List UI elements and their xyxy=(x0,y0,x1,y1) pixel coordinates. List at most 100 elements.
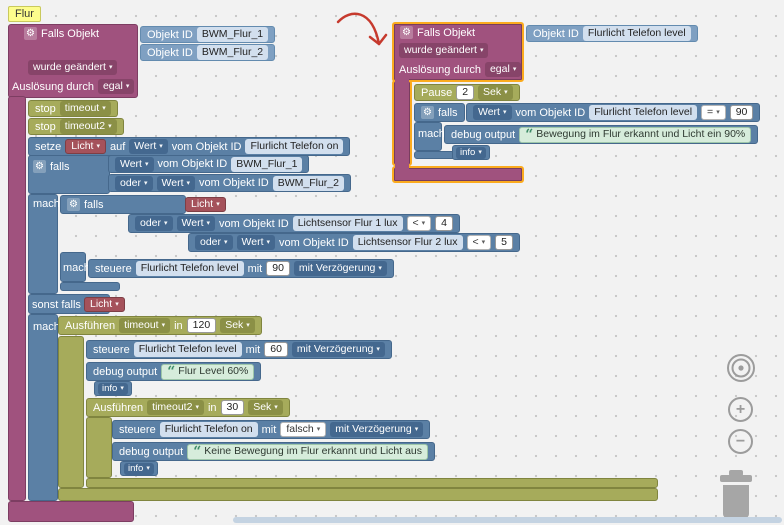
inner-falls-block-header[interactable]: ⚙ falls xyxy=(60,195,186,214)
center-view-button[interactable] xyxy=(727,354,755,382)
log-level-dropdown[interactable]: info ▾ xyxy=(456,146,486,159)
log-level-row[interactable]: info ▾ xyxy=(94,381,132,396)
number-field[interactable]: 60 xyxy=(264,342,288,357)
log-level-dropdown[interactable]: info ▾ xyxy=(124,462,154,475)
text-field[interactable]: “ Flur Level 60% xyxy=(161,363,255,380)
zoom-in-button[interactable]: + xyxy=(728,397,753,422)
number-field[interactable]: 5 xyxy=(495,235,514,250)
falls-objekt-header[interactable]: ⚙ Falls Objekt xyxy=(400,26,475,39)
object-id-field[interactable]: Lichtsensor Flur 1 lux xyxy=(292,216,403,231)
object-id-field[interactable]: Flurlicht Telefon level xyxy=(582,26,691,41)
number-field[interactable]: 90 xyxy=(266,261,290,276)
number-field[interactable]: 30 xyxy=(220,400,245,415)
object-id-field[interactable]: BWM_Flur_1 xyxy=(231,156,303,172)
timer-dropdown[interactable]: timeout ▾ xyxy=(59,101,111,116)
trigger-type-dropdown[interactable]: wurde geändert ▾ xyxy=(399,43,489,58)
ausfuehren-timeout2-block[interactable]: Ausführen timeout2 ▾ in 30 Sek ▾ xyxy=(86,398,290,417)
number-field[interactable]: 120 xyxy=(186,318,217,333)
delay-dropdown[interactable]: mit Verzögerung ▾ xyxy=(293,261,387,276)
log-level-dropdown[interactable]: info ▾ xyxy=(98,382,128,395)
comparator-dropdown[interactable]: < ▾ xyxy=(466,235,492,250)
ausfuehren-timeout-block[interactable]: Ausführen timeout ▾ in 120 Sek ▾ xyxy=(58,316,262,335)
log-level-row[interactable]: info ▾ xyxy=(120,461,158,476)
object-id-field[interactable]: Flurlicht Telefon on xyxy=(245,139,344,154)
oder-dropdown[interactable]: oder ▾ xyxy=(195,235,233,250)
trigger-type-dropdown[interactable]: wurde geändert ▾ xyxy=(28,60,118,75)
gear-icon[interactable]: ⚙ xyxy=(67,198,80,211)
wert-dropdown[interactable]: Wert ▾ xyxy=(129,139,168,154)
falls-block-header[interactable]: ⚙ falls xyxy=(414,103,465,122)
debug-output-block-1[interactable]: debug output “ Flur Level 60% xyxy=(86,362,262,381)
steuere-block-off[interactable]: steuere Flurlicht Telefon on mit falsch … xyxy=(112,420,431,439)
variable-dropdown[interactable]: Licht ▾ xyxy=(185,197,226,212)
comparator-dropdown[interactable]: = ▾ xyxy=(701,105,726,120)
falls-objekt-header[interactable]: ⚙ Falls Objekt xyxy=(24,27,99,40)
timer-dropdown[interactable]: timeout ▾ xyxy=(119,318,171,333)
log-level-row[interactable]: info ▾ xyxy=(452,145,490,160)
falls-objekt-block-spine-selected[interactable] xyxy=(392,80,412,166)
unit-dropdown[interactable]: Sek ▾ xyxy=(478,85,513,100)
falls-block-spine-mache2[interactable] xyxy=(28,314,58,501)
variable-dropdown[interactable]: Licht ▾ xyxy=(65,139,106,154)
timer-dropdown[interactable]: timeout2 ▾ xyxy=(59,119,117,134)
unit-dropdown[interactable]: Sek ▾ xyxy=(248,400,283,415)
falls-objekt-block-spine[interactable] xyxy=(8,96,26,501)
ausfuehren-block-spine[interactable] xyxy=(58,336,84,488)
lux-condition-row-1[interactable]: oder ▾ Wert ▾ vom Objekt ID Lichtsensor … xyxy=(128,214,461,233)
condition-wert-block[interactable]: Wert ▾ vom Objekt ID Flurlicht Telefon l… xyxy=(466,103,761,122)
setze-variable-block[interactable]: setze Licht ▾ auf Wert ▾ vom Objekt ID F… xyxy=(28,137,351,156)
condition-wert-block-1[interactable]: Wert ▾ vom Objekt ID BWM_Flur_1 xyxy=(108,155,310,173)
falls-block-spine-mache[interactable] xyxy=(28,194,58,294)
stop-timeout-block[interactable]: stop timeout ▾ xyxy=(28,100,118,117)
condition-oder-block-1[interactable]: oder ▾ Wert ▾ vom Objekt ID BWM_Flur_2 xyxy=(108,174,351,192)
wert-dropdown[interactable]: Wert ▾ xyxy=(156,175,196,191)
text-field[interactable]: “ Bewegung im Flur erkannt und Licht ein… xyxy=(519,126,752,143)
trigger-filter-dropdown[interactable]: egal ▾ xyxy=(97,79,135,94)
oder-dropdown[interactable]: oder ▾ xyxy=(135,216,173,231)
inner-falls-block-spine[interactable] xyxy=(60,252,86,282)
object-id-block-1[interactable]: Objekt ID BWM_Flur_1 xyxy=(140,26,276,43)
object-id-field[interactable]: BWM_Flur_2 xyxy=(272,175,344,191)
falls-block-spine[interactable] xyxy=(414,122,442,151)
stop-timeout2-block[interactable]: stop timeout2 ▾ xyxy=(28,118,124,135)
number-field[interactable]: 2 xyxy=(456,85,475,100)
object-id-field[interactable]: BWM_Flur_2 xyxy=(196,45,269,60)
wert-dropdown[interactable]: Wert ▾ xyxy=(473,105,512,120)
ausfuehren-block-bottom[interactable] xyxy=(58,488,658,501)
timer-dropdown[interactable]: timeout2 ▾ xyxy=(147,400,204,415)
debug-output-block-2[interactable]: debug output “ Keine Bewegung im Flur er… xyxy=(112,442,436,461)
delay-dropdown[interactable]: mit Verzögerung ▾ xyxy=(330,422,424,437)
oder-dropdown[interactable]: oder ▾ xyxy=(115,175,153,191)
trigger-filter-dropdown[interactable]: egal ▾ xyxy=(484,62,522,77)
trigger-condition-row[interactable]: Auslösung durch egal ▾ xyxy=(12,79,135,94)
object-id-field[interactable]: Flurlicht Telefon on xyxy=(159,422,258,437)
comparator-dropdown[interactable]: < ▾ xyxy=(406,216,432,231)
variable-dropdown[interactable]: Licht ▾ xyxy=(84,297,125,312)
falls-objekt-block-bottom[interactable] xyxy=(8,501,134,522)
zoom-out-button[interactable]: − xyxy=(728,429,753,454)
delay-dropdown[interactable]: mit Verzögerung ▾ xyxy=(291,342,385,357)
trigger-condition-row[interactable]: Auslösung durch egal ▾ xyxy=(399,62,522,77)
falls-block-header[interactable] xyxy=(28,155,110,194)
gear-icon[interactable]: ⚙ xyxy=(24,27,37,40)
object-id-field[interactable]: BWM_Flur_1 xyxy=(196,27,269,42)
debug-output-block[interactable]: debug output “ Bewegung im Flur erkannt … xyxy=(444,125,759,144)
falls-block-label[interactable]: ⚙ falls xyxy=(33,160,70,173)
object-id-field[interactable]: Flurlicht Telefon level xyxy=(589,105,698,120)
workspace-label[interactable]: Flur xyxy=(8,6,41,22)
steuere-block-60[interactable]: steuere Flurlicht Telefon level mit 60 m… xyxy=(86,340,392,359)
text-field[interactable]: “ Keine Bewegung im Flur erkannt und Lic… xyxy=(187,443,429,460)
object-id-field[interactable]: Lichtsensor Flur 2 lux xyxy=(352,235,463,250)
number-field[interactable]: 90 xyxy=(729,105,754,120)
ausfuehren2-block-spine[interactable] xyxy=(86,417,112,478)
gear-icon[interactable]: ⚙ xyxy=(33,160,46,173)
unit-dropdown[interactable]: Sek ▾ xyxy=(220,318,255,333)
trash-icon[interactable] xyxy=(714,468,758,522)
inner-falls-block-bottom[interactable] xyxy=(60,282,120,291)
wert-dropdown[interactable]: Wert ▾ xyxy=(176,216,216,231)
wert-dropdown[interactable]: Wert ▾ xyxy=(115,156,154,172)
object-id-field[interactable]: Flurlicht Telefon level xyxy=(133,342,242,357)
pause-block[interactable]: Pause 2 Sek ▾ xyxy=(414,84,520,101)
lux-condition-row-2[interactable]: oder ▾ Wert ▾ vom Objekt ID Lichtsensor … xyxy=(188,233,521,252)
